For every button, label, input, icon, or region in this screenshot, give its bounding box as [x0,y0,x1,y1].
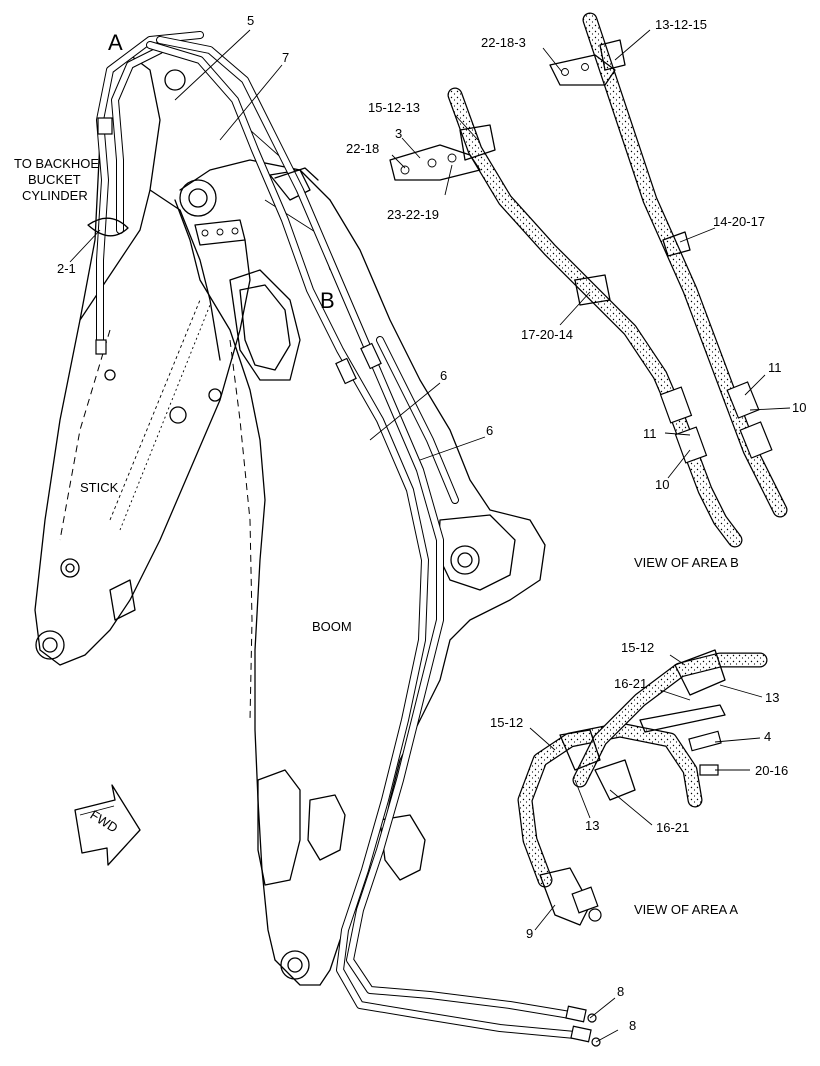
callout-b-14-20-17: 14-20-17 [713,214,765,229]
caption-view-area-a: VIEW OF AREA A [634,902,738,917]
area-a-marker: A [108,30,123,55]
callout-7: 7 [282,50,289,65]
callout-b-22-18: 22-18 [346,141,379,156]
note-boom: BOOM [312,619,352,634]
callout-a-13-top: 13 [765,690,779,705]
stick-outline [34,54,251,666]
note-stick: STICK [80,480,119,495]
callout-b-22-18-3: 22-18-3 [481,35,526,50]
area-b-marker: B [320,288,335,313]
callout-b-10-right: 10 [792,400,806,415]
boom-outline [164,69,546,986]
note-to-backhoe-line1: TO BACKHOE [14,156,99,171]
callout-a-16-21-top: 16-21 [614,676,647,691]
callout-8-lower: 8 [629,1018,636,1033]
callout-b-15-12-13: 15-12-13 [368,100,420,115]
note-to-backhoe-line3: CYLINDER [22,188,88,203]
callout-b-11-right: 11 [768,360,782,375]
callout-b-11-left: 11 [643,426,657,441]
caption-view-area-b: VIEW OF AREA B [634,555,739,570]
boom-hoses [87,31,601,1047]
callout-b-23-22-19: 23-22-19 [387,207,439,222]
labels: A B 5 7 2-1 6 6 8 8 TO BACKHOE BUCKET CY… [14,13,806,1033]
view-area-b-detail [389,12,788,548]
callout-6-lower: 6 [486,423,493,438]
callout-5: 5 [247,13,254,28]
callout-b-13-12-15: 13-12-15 [655,17,707,32]
note-to-backhoe-line2: BUCKET [28,172,81,187]
callout-a-15-12-top: 15-12 [621,640,654,655]
note-fwd: FWD [87,807,120,835]
leader-lines [69,29,791,1043]
callout-a-15-12-left: 15-12 [490,715,523,730]
callout-a-13-bottom: 13 [585,818,599,833]
callout-a-20-16: 20-16 [755,763,788,778]
callout-a-9: 9 [526,926,533,941]
callout-a-16-21-bottom: 16-21 [656,820,689,835]
callout-b-3: 3 [395,126,402,141]
callout-b-17-20-14: 17-20-14 [521,327,573,342]
callout-2-1: 2-1 [57,261,76,276]
callout-6-upper: 6 [440,368,447,383]
callout-8-upper: 8 [617,984,624,999]
view-area-a-detail [517,649,768,926]
callout-b-10-left: 10 [655,477,669,492]
fwd-arrow [74,784,141,866]
callout-a-4: 4 [764,729,771,744]
